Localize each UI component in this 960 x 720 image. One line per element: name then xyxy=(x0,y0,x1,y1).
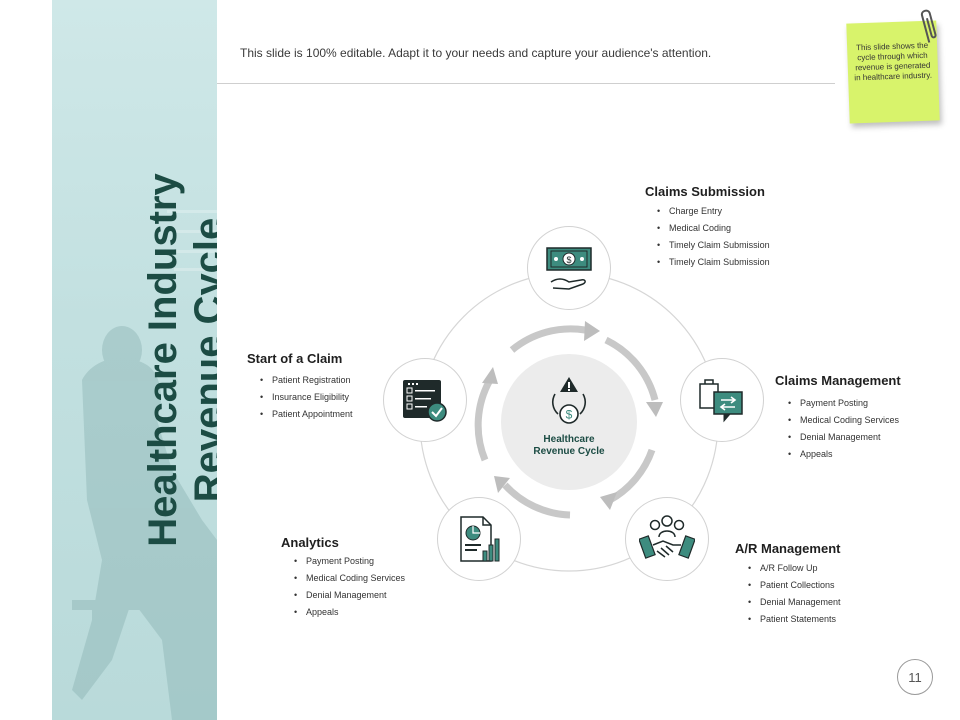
list-item: Charge Entry xyxy=(657,203,770,220)
list-item: Insurance Eligibility xyxy=(260,389,353,406)
center-label: Healthcare Revenue Cycle xyxy=(510,434,628,458)
list-item: Patient Registration xyxy=(260,372,353,389)
list-item: Payment Posting xyxy=(294,553,405,570)
list-item: Medical Coding Services xyxy=(788,412,899,429)
node-ar-management xyxy=(625,497,709,581)
left-margin xyxy=(0,0,52,720)
cash-hand-icon: $ xyxy=(546,247,592,290)
background-photo-silhouette xyxy=(72,210,217,720)
list-item: A/R Follow Up xyxy=(748,560,841,577)
list-item: Appeals xyxy=(788,446,899,463)
cycle-arrows xyxy=(474,325,659,519)
start-of-claim-title: Start of a Claim xyxy=(247,351,343,366)
list-item: Payment Posting xyxy=(788,395,899,412)
node-claims-submission: $ xyxy=(527,226,611,310)
header-divider xyxy=(217,83,835,84)
list-item: Medical Coding xyxy=(657,220,770,237)
svg-text:$: $ xyxy=(566,408,573,422)
svg-text:$: $ xyxy=(566,255,571,265)
money-cycle-icon: $ xyxy=(551,377,587,424)
team-handshake-icon xyxy=(639,515,695,559)
list-item: Denial Management xyxy=(294,587,405,604)
claims-submission-title: Claims Submission xyxy=(645,184,765,199)
list-item: Patient Statements xyxy=(748,611,841,628)
list-item: Patient Appointment xyxy=(260,406,353,423)
paperclip-icon xyxy=(920,9,937,43)
node-claims-management xyxy=(680,358,764,442)
center-label-line2: Revenue Cycle xyxy=(533,446,605,457)
node-analytics xyxy=(437,497,521,581)
list-item: Appeals xyxy=(294,604,405,621)
analytics-list: Payment Posting Medical Coding Services … xyxy=(294,553,405,621)
claims-management-title: Claims Management xyxy=(775,373,901,388)
analytics-title: Analytics xyxy=(281,535,339,550)
list-item: Denial Management xyxy=(788,429,899,446)
claims-submission-list: Charge Entry Medical Coding Timely Claim… xyxy=(657,203,770,271)
list-item: Timely Claim Submission xyxy=(657,254,770,271)
slide-subtitle: This slide is 100% editable. Adapt it to… xyxy=(240,46,712,60)
list-item: Medical Coding Services xyxy=(294,570,405,587)
list-item: Patient Collections xyxy=(748,577,841,594)
list-item: Timely Claim Submission xyxy=(657,237,770,254)
start-of-claim-list: Patient Registration Insurance Eligibili… xyxy=(260,372,353,423)
claims-management-list: Payment Posting Medical Coding Services … xyxy=(788,395,899,463)
checklist-icon xyxy=(403,380,447,422)
ar-management-list: A/R Follow Up Patient Collections Denial… xyxy=(748,560,841,628)
title-panel: Healthcare Industry Revenue Cycle xyxy=(52,0,217,720)
node-start-of-claim xyxy=(383,358,467,442)
center-label-line1: Healthcare xyxy=(543,434,595,445)
documents-sync-icon xyxy=(699,379,743,423)
report-chart-icon xyxy=(460,516,500,562)
list-item: Denial Management xyxy=(748,594,841,611)
page-number: 11 xyxy=(897,659,933,695)
ar-management-title: A/R Management xyxy=(735,541,841,556)
